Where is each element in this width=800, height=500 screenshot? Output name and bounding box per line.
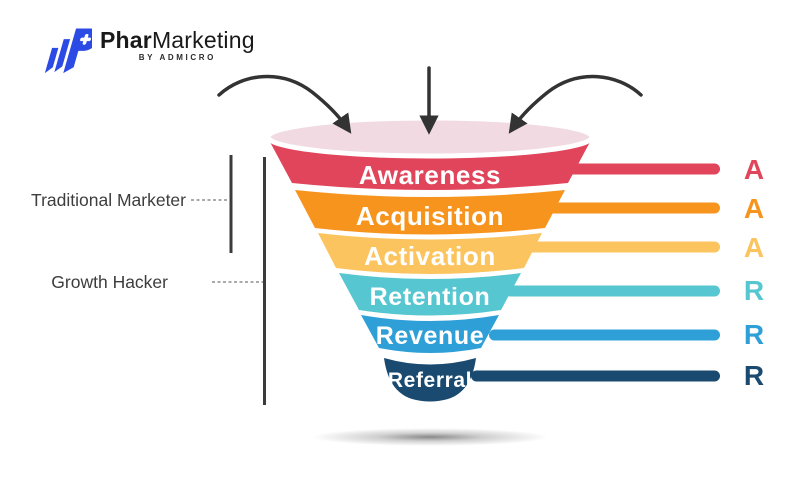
inflow-arrow-right [508, 74, 643, 134]
stage-label-revenue: Revenue [376, 322, 484, 350]
traditional-marketer-label: Traditional Marketer [31, 190, 186, 210]
bar-revenue [489, 329, 720, 341]
letter-retention: R [744, 275, 764, 306]
metric-bars [471, 163, 720, 382]
medical-cross-icon [80, 34, 92, 45]
stage-label-acquisition: Acquisition [356, 201, 504, 231]
letter-referral: R [744, 360, 764, 391]
brand-tagline: BY ADMICRO [138, 53, 216, 62]
left-annotation-labels: Traditional Marketer Growth Hacker [31, 190, 186, 292]
stage-shape-acquisition [295, 190, 565, 235]
logo-icon-shapes [44, 28, 92, 74]
left-annotation-lines [191, 155, 266, 405]
pharmarketing-logo-icon [44, 28, 92, 74]
stage-label-retention: Retention [370, 283, 491, 311]
funnel-shadow [312, 428, 548, 446]
letter-awareness: A [744, 154, 764, 185]
stage-label-awareness: Awareness [359, 160, 501, 190]
bar-acquisition [537, 202, 720, 214]
stage-label-activation: Activation [364, 241, 496, 271]
stage-shape-activation [318, 233, 542, 274]
inflow-arrow-left [217, 74, 352, 134]
brand-name: PharMarketing [100, 28, 255, 52]
bar-activation [521, 241, 720, 253]
bar-awareness [552, 163, 720, 175]
stage-label-referral: Referral [388, 369, 472, 392]
stage-shape-revenue [361, 315, 499, 353]
letter-revenue: R [744, 319, 764, 350]
bar-retention [505, 285, 720, 297]
inflow-arrows [217, 66, 643, 135]
stage-shape-referral [384, 358, 476, 402]
growth-hacker-label: Growth Hacker [51, 272, 168, 292]
bar-referral [471, 370, 720, 382]
logo-text: PharMarketing BY ADMICRO [100, 28, 255, 62]
metric-letters: A A A R R R [744, 154, 764, 391]
stage-labels: Awareness Acquisition Activation Retenti… [356, 160, 504, 392]
brand-name-light: Marketing [151, 27, 255, 53]
letter-acquisition: A [744, 193, 764, 224]
logo: PharMarketing BY ADMICRO [28, 14, 255, 76]
brand-name-bold: Phar [100, 27, 152, 53]
stage-shape-retention [339, 273, 521, 316]
letter-activation: A [744, 232, 764, 263]
